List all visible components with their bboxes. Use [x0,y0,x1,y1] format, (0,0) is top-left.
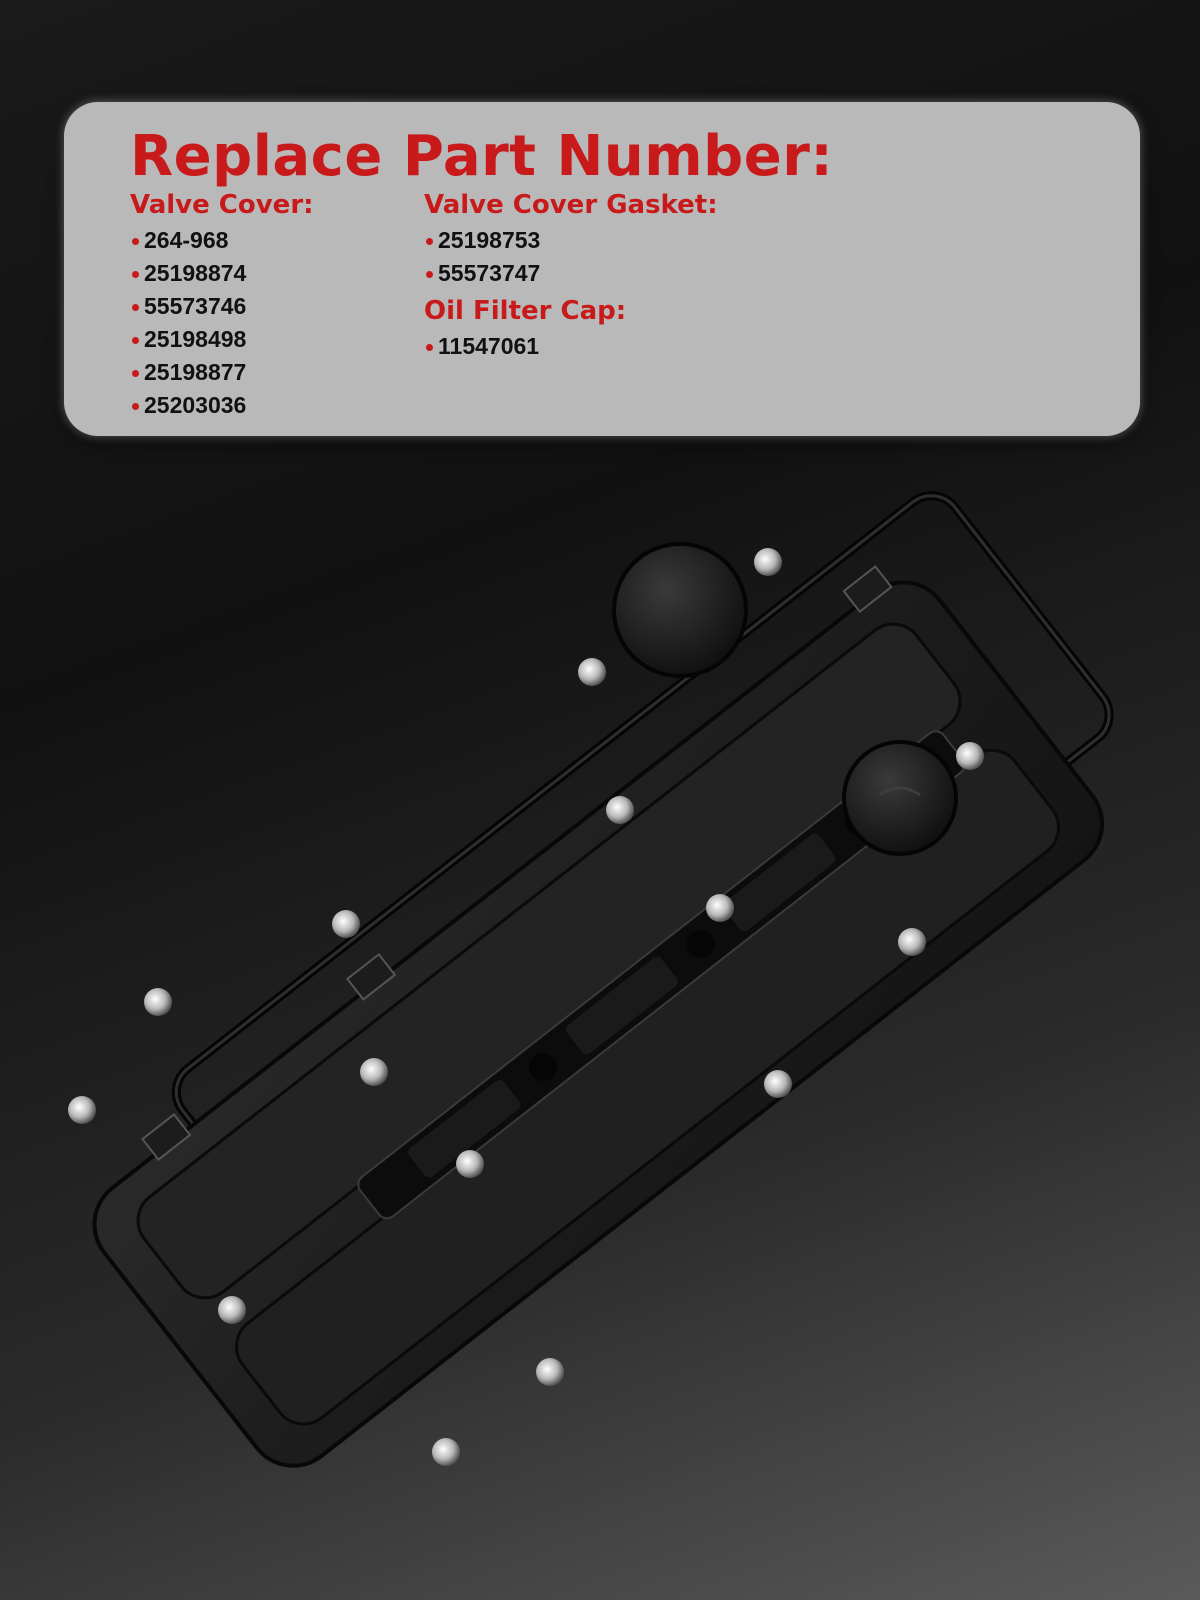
bullet-icon [132,337,139,344]
part-number-item: 25198753 [424,224,718,257]
part-number-panel: Replace Part Number: Valve Cover: 264-96… [64,102,1140,436]
part-number-item: 25198498 [130,323,314,356]
bullet-icon [132,271,139,278]
oil-filler-cap-icon [842,740,958,856]
bullet-icon [132,370,139,377]
bolt-heads [68,548,984,1466]
part-number-item: 55573747 [424,257,718,290]
part-number-item: 264-968 [130,224,314,257]
valve-cover-list: 264-968 25198874 55573746 25198498 25198… [130,224,314,422]
bullet-icon [132,403,139,410]
bullet-icon [132,238,139,245]
part-number-item: 11547061 [424,330,718,363]
part-number-item: 25203036 [130,389,314,422]
bullet-icon [132,304,139,311]
panel-title: Replace Part Number: [130,124,834,189]
valve-cover-column: Valve Cover: 264-968 25198874 55573746 2… [130,190,314,422]
valve-cover-product-image [68,491,1114,1468]
part-number-item: 25198874 [130,257,314,290]
valve-cover-gasket-list: 25198753 55573747 [424,224,718,290]
gasket-cap-column: Valve Cover Gasket: 25198753 55573747 Oi… [424,190,718,363]
valve-cover-heading: Valve Cover: [130,190,314,220]
oil-filter-cap-list: 11547061 [424,330,718,363]
valve-cover-body [92,565,1105,1468]
bullet-icon [426,344,433,351]
valve-cover-gasket-heading: Valve Cover Gasket: [424,190,718,220]
oil-filter-cap-heading: Oil Filter Cap: [424,296,627,326]
part-number-item: 55573746 [130,290,314,323]
pcv-cap-icon [612,542,748,678]
part-number-item: 25198877 [130,356,314,389]
bullet-icon [426,271,433,278]
bullet-icon [426,238,433,245]
